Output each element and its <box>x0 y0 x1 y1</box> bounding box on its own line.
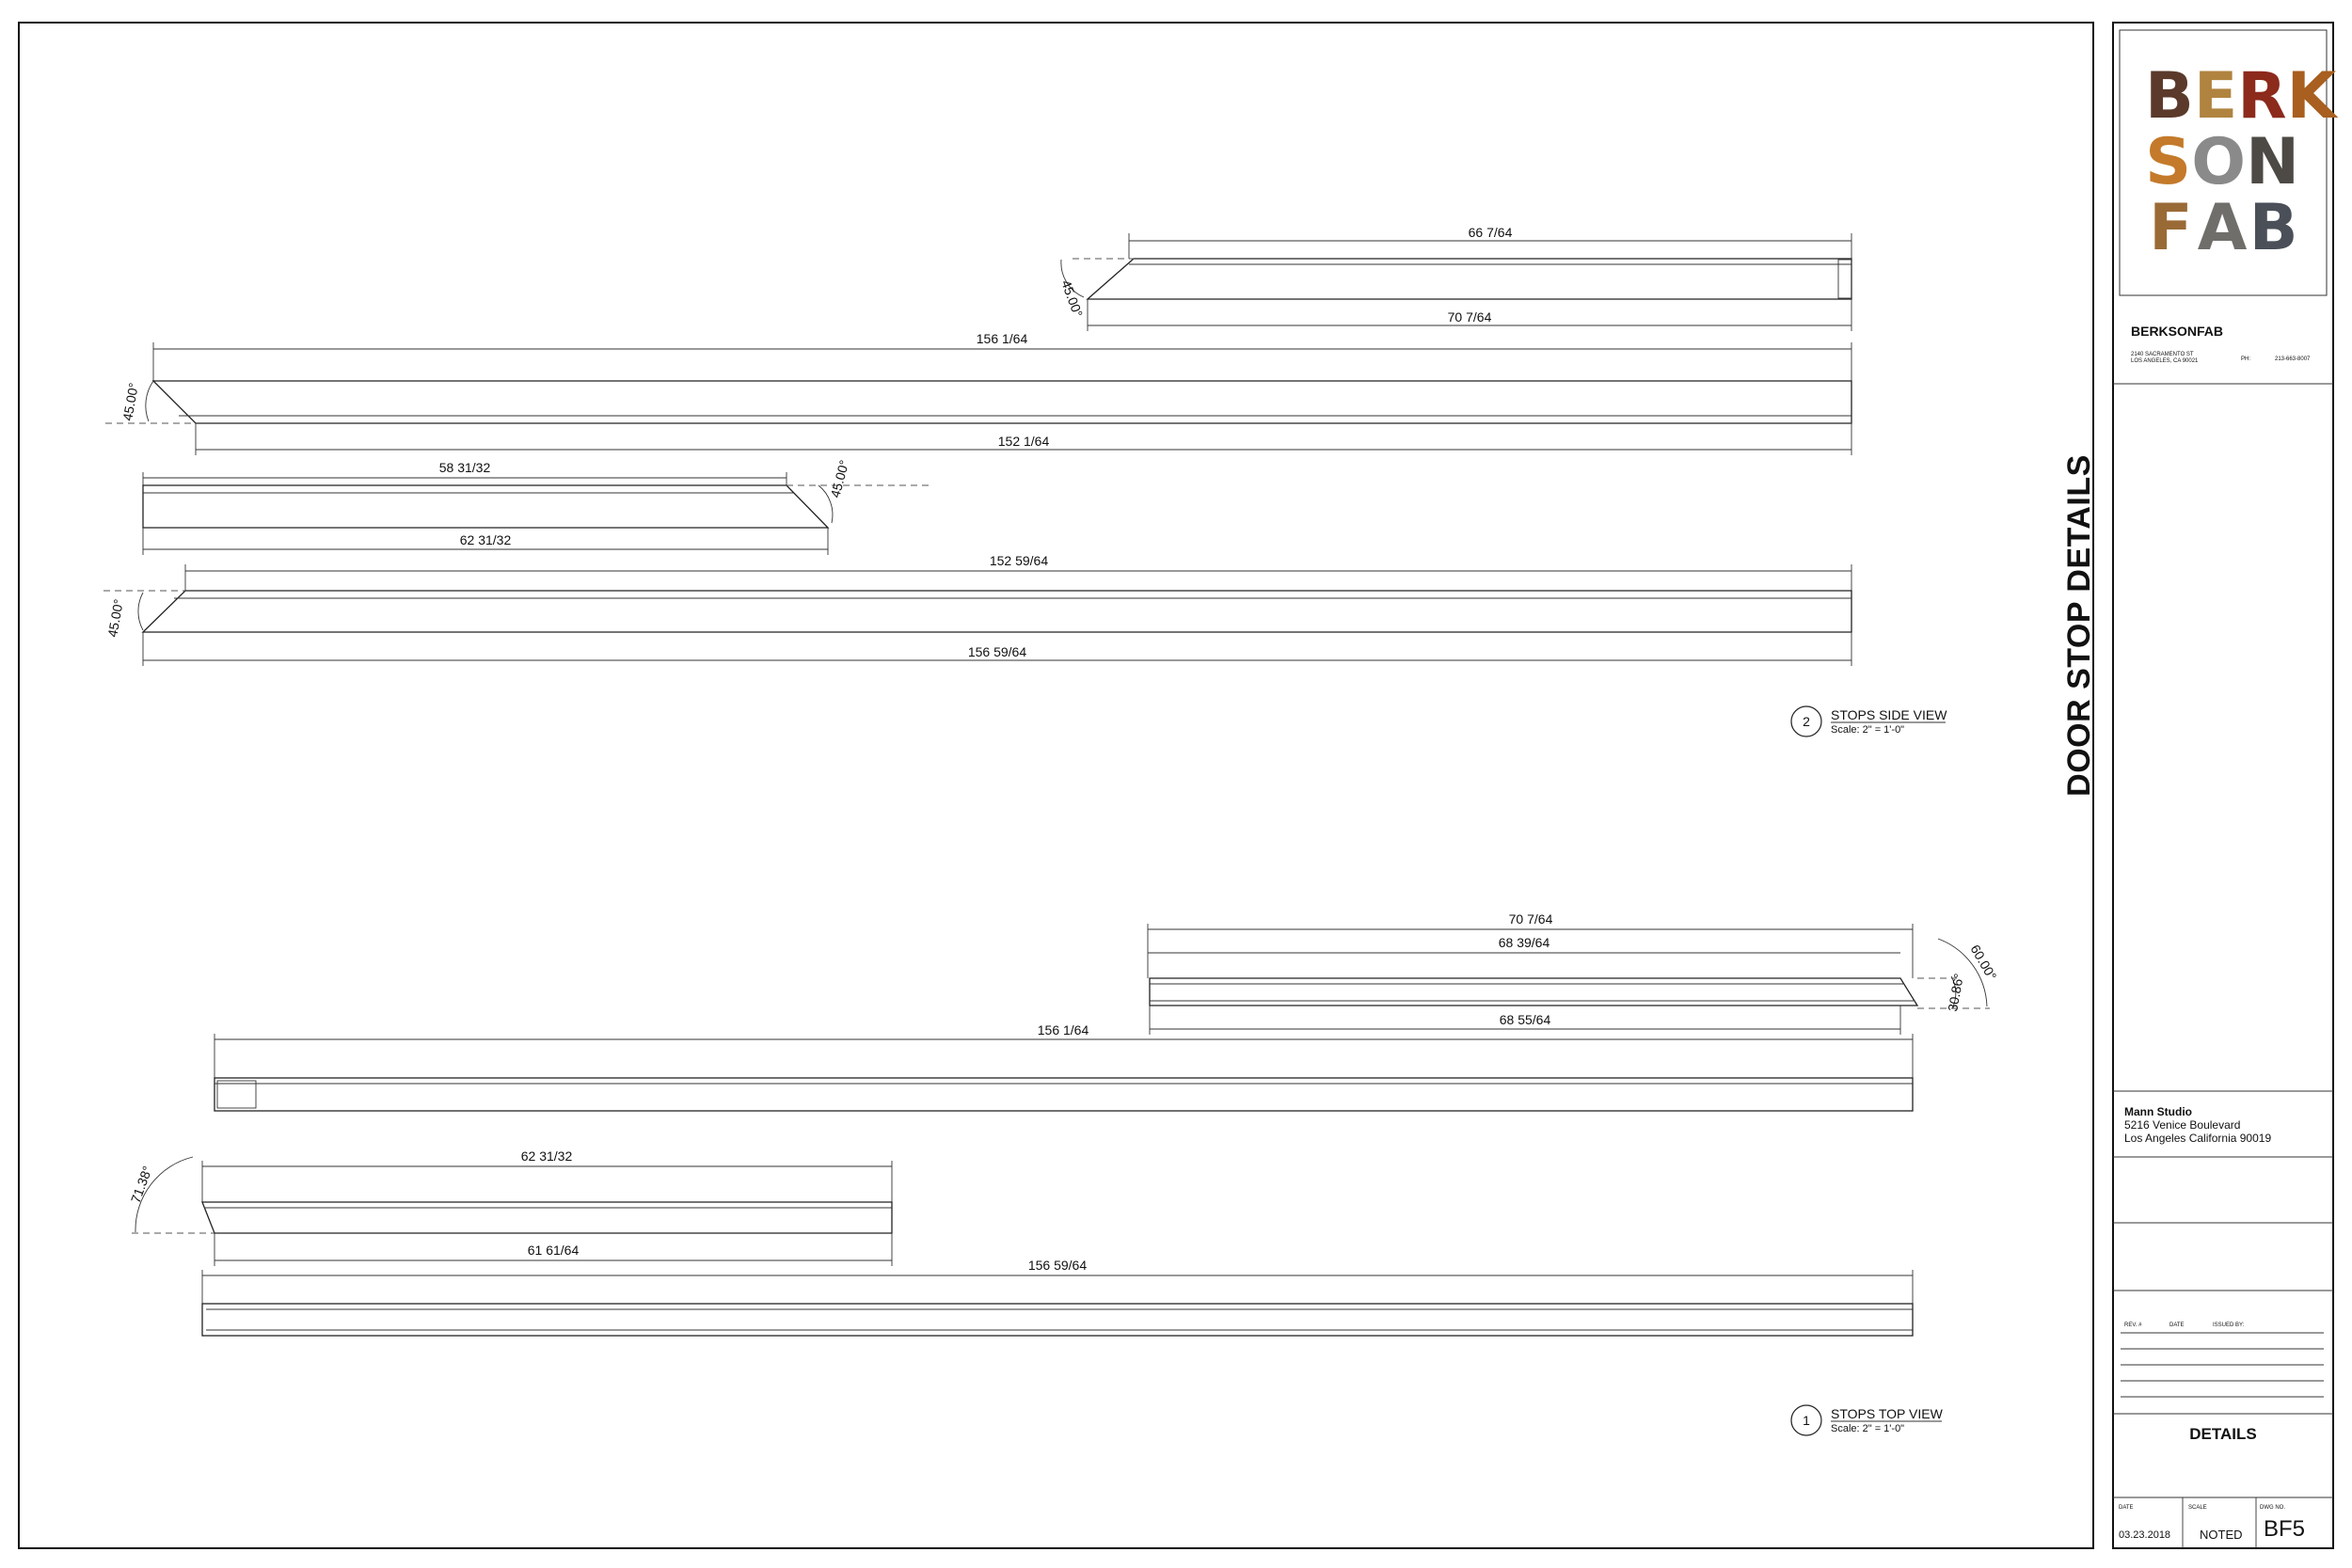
sheet-name: DETAILS <box>2189 1425 2257 1443</box>
view-title-side: STOPS SIDE VIEW <box>1831 707 1947 722</box>
stop-side-2: 156 1/64 45.00° 152 1/64 <box>105 331 1852 455</box>
dim-s4-top: 152 59/64 <box>990 553 1048 568</box>
client-info: Mann Studio 5216 Venice Boulevard Los An… <box>2124 1105 2271 1145</box>
logo-letter: O <box>2191 125 2247 199</box>
dim-t4-top: 156 59/64 <box>1028 1258 1087 1273</box>
dim-s1-bottom: 70 7/64 <box>1448 309 1492 325</box>
dim-t1-angle-b: 30.86° <box>1945 973 1966 1013</box>
client-name: Mann Studio <box>2124 1105 2192 1118</box>
company-address-line1: 2140 SACRAMENTO ST <box>2131 352 2194 357</box>
dim-t3-top: 62 31/32 <box>521 1148 573 1164</box>
issued-by-label: ISSUED BY: <box>2213 1323 2245 1328</box>
view-number-top: 1 <box>1803 1413 1810 1428</box>
stop-side-1: 66 7/64 45.00° 70 7/64 <box>1058 225 1852 331</box>
view-number-side: 2 <box>1803 714 1810 729</box>
logo-letter: A <box>2197 191 2248 265</box>
dim-t3-bottom: 61 61/64 <box>528 1243 580 1258</box>
rev-label: REV. # <box>2124 1323 2142 1328</box>
view-label-top: 1 STOPS TOP VIEW Scale: 2" = 1'-0" <box>1790 1404 1944 1436</box>
dim-s2-bottom: 152 1/64 <box>998 434 1050 449</box>
company-name: BERKSONFAB <box>2131 324 2224 339</box>
title-block-border <box>2112 22 2334 1549</box>
dim-s4-angle: 45.00° <box>104 598 126 639</box>
view-scale-side: Scale: 2" = 1'-0" <box>1831 724 1904 736</box>
company-address: 2140 SACRAMENTO ST LOS ANGELES, CA 90021 <box>2131 352 2198 365</box>
client-address-line2: Los Angeles California 90019 <box>2124 1132 2272 1145</box>
dim-s3-angle: 45.00° <box>827 458 851 499</box>
phone-label: PH: <box>2241 356 2251 362</box>
dim-s2-angle: 45.00° <box>119 382 141 422</box>
dim-t1-top: 70 7/64 <box>1509 911 1553 927</box>
footer-dwg-number: BF5 <box>2264 1516 2306 1542</box>
dim-s4-bottom: 156 59/64 <box>968 644 1026 659</box>
footer-scale: NOTED <box>2200 1528 2243 1542</box>
logo-letter: B <box>2249 191 2298 265</box>
drawing-border <box>18 22 2094 1549</box>
view-label-side: 2 STOPS SIDE VIEW Scale: 2" = 1'-0" <box>1790 705 1947 737</box>
view-scale-top: Scale: 2" = 1'-0" <box>1831 1423 1904 1434</box>
dim-t1-bottom: 68 55/64 <box>1500 1012 1551 1027</box>
stop-side-3: 58 31/32 45.00° 62 31/32 <box>142 458 931 555</box>
logo-letter: R <box>2237 59 2287 134</box>
stop-top-2: 156 1/64 <box>214 1022 1914 1112</box>
rev-date-label: DATE <box>2169 1323 2185 1328</box>
footer-scale-label: SCALE <box>2188 1505 2207 1511</box>
dim-s3-bottom: 62 31/32 <box>460 532 512 547</box>
stop-top-3: 62 31/32 71.38° 61 61/64 <box>128 1148 893 1266</box>
logo-frame <box>2119 29 2328 296</box>
logo-letter: F <box>2149 191 2193 265</box>
sheet-title: DOOR STOP DETAILS <box>2061 454 2097 797</box>
footer-date-label: DATE <box>2119 1505 2134 1511</box>
footer-date: 03.23.2018 <box>2119 1529 2171 1541</box>
footer-dwg-label: DWG NO. <box>2260 1505 2285 1511</box>
logo-letter: N <box>2246 125 2299 199</box>
client-address-line1: 5216 Venice Boulevard <box>2124 1118 2241 1132</box>
dim-t2-top: 156 1/64 <box>1038 1022 1089 1037</box>
dim-s1-angle: 45.00° <box>1058 278 1086 320</box>
stop-top-4: 156 59/64 <box>201 1258 1914 1337</box>
logo-letter: S <box>2145 125 2192 199</box>
view-title-top: STOPS TOP VIEW <box>1831 1406 1944 1421</box>
phone-number: 213-663-8007 <box>2275 356 2311 362</box>
dim-s1-top: 66 7/64 <box>1469 225 1513 240</box>
logo-letter: K <box>2286 59 2337 134</box>
stop-top-1: 70 7/64 68 39/64 60.00° 30.86° 68 55/64 <box>1147 911 2000 1035</box>
logo-letter: E <box>2193 59 2238 134</box>
stop-side-4: 152 59/64 45.00° 156 59/64 <box>103 553 1852 666</box>
dim-t1-mid: 68 39/64 <box>1499 935 1550 950</box>
company-address-line2: LOS ANGELES, CA 90021 <box>2131 358 2199 364</box>
logo-letter: B <box>2145 59 2194 134</box>
dim-s2-top: 156 1/64 <box>977 331 1028 346</box>
dim-t1-angle-a: 60.00° <box>1967 942 1999 983</box>
dim-s3-top: 58 31/32 <box>439 460 491 475</box>
